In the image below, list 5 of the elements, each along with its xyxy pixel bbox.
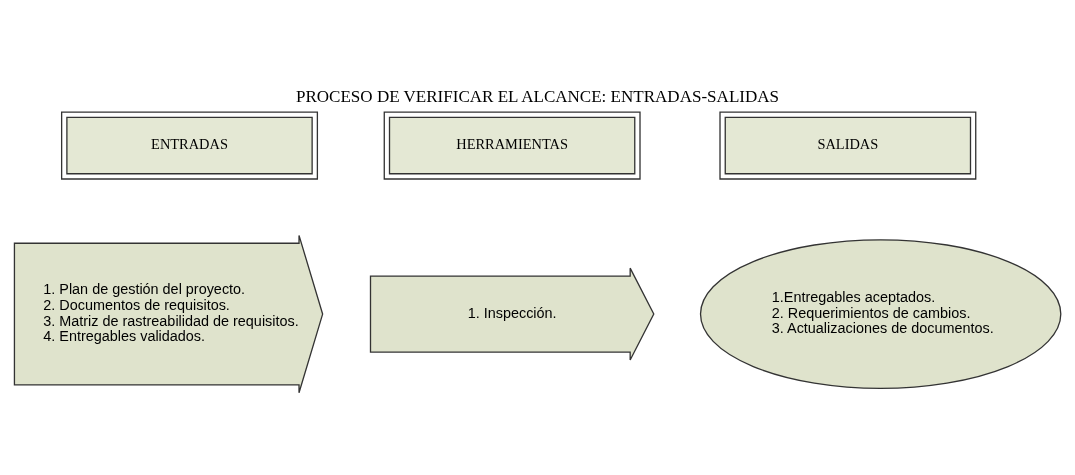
node-box: ENTRADAS [61,110,319,180]
diagram-title: PROCESO DE VERIFICAR EL ALCANCE: ENTRADAS-SALIDAS [295,86,780,106]
node-ellipse: 1.Entregables aceptados. 2. Requerimientos de cambios. 3. Actualizaciones de documentos. [699,238,1062,389]
node-box: SALIDAS [719,110,977,180]
node-box: HERRAMIENTAS [383,110,641,180]
